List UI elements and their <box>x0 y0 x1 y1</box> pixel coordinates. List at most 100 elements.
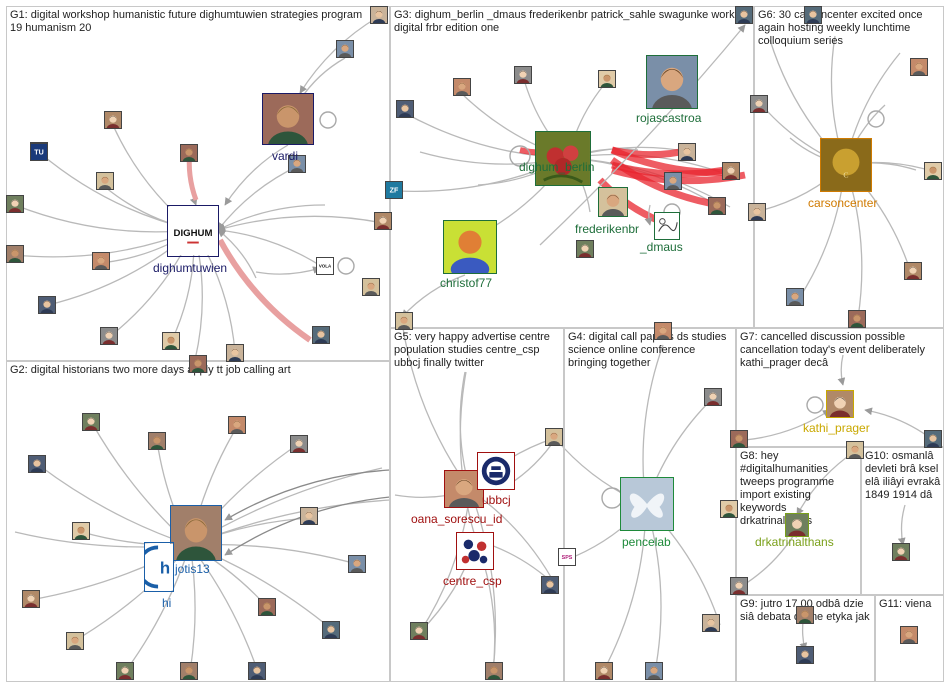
user-avatar-icon[interactable] <box>362 278 380 296</box>
user-avatar-icon[interactable] <box>900 626 918 644</box>
user-avatar-icon[interactable] <box>189 355 207 373</box>
user-avatar-icon[interactable] <box>226 344 244 362</box>
tu-logo-icon[interactable]: TU <box>30 143 48 161</box>
node-label-christof77[interactable]: christof77 <box>440 276 493 290</box>
carson-logo-icon[interactable]: C <box>820 138 872 192</box>
user-avatar-icon[interactable] <box>804 6 822 24</box>
user-avatar-icon[interactable] <box>848 310 866 328</box>
user-avatar-icon[interactable] <box>6 195 24 213</box>
user-avatar-icon[interactable] <box>924 430 942 448</box>
portrait-photo-icon[interactable] <box>170 505 222 561</box>
user-avatar-icon[interactable] <box>910 58 928 76</box>
node-label-jotis13[interactable]: jotis13 <box>175 562 210 576</box>
user-avatar-icon[interactable] <box>702 614 720 632</box>
user-avatar-icon[interactable] <box>180 144 198 162</box>
user-avatar-icon[interactable] <box>100 327 118 345</box>
node-label-vardi[interactable]: vardi <box>272 149 299 163</box>
portrait-photo-icon[interactable] <box>262 93 314 145</box>
user-avatar-icon[interactable] <box>248 662 266 680</box>
dighum-logo-icon[interactable]: DIGHUM <box>167 205 219 257</box>
user-avatar-icon[interactable] <box>162 332 180 350</box>
hi-logo-icon[interactable]: h <box>144 542 174 592</box>
node-label-kathi-prager[interactable]: kathi_prager <box>803 421 870 435</box>
user-avatar-icon[interactable] <box>312 326 330 344</box>
node-label-pencelab[interactable]: pencelab <box>622 535 671 549</box>
user-avatar-icon[interactable] <box>300 507 318 525</box>
user-avatar-icon[interactable] <box>924 162 942 180</box>
user-avatar-icon[interactable] <box>228 416 246 434</box>
user-avatar-icon[interactable] <box>846 441 864 459</box>
user-avatar-icon[interactable] <box>370 6 388 24</box>
user-avatar-icon[interactable] <box>396 100 414 118</box>
user-avatar-icon[interactable] <box>730 577 748 595</box>
sketch-icon[interactable] <box>654 212 680 240</box>
portrait-photo-icon[interactable] <box>444 470 484 508</box>
user-avatar-icon[interactable] <box>576 240 594 258</box>
user-avatar-icon[interactable] <box>348 555 366 573</box>
zf-logo-icon[interactable]: ZF <box>385 181 403 199</box>
user-avatar-icon[interactable] <box>116 662 134 680</box>
molecule-logo-icon[interactable] <box>456 532 494 570</box>
user-avatar-icon[interactable] <box>514 66 532 84</box>
node-label-oana-sorescu-id[interactable]: oana_sorescu_id <box>411 512 503 526</box>
node-label-drkatrinalthans[interactable]: drkatrinalthans <box>755 535 834 549</box>
node-label--dmaus[interactable]: _dmaus <box>640 240 683 254</box>
user-avatar-icon[interactable] <box>704 388 722 406</box>
user-avatar-icon[interactable] <box>595 662 613 680</box>
node-label-dighumtuwien[interactable]: dighumtuwien <box>153 261 228 275</box>
user-avatar-icon[interactable] <box>453 78 471 96</box>
user-avatar-icon[interactable] <box>336 40 354 58</box>
butterfly-logo-icon[interactable] <box>620 477 674 531</box>
user-avatar-icon[interactable] <box>72 522 90 540</box>
user-avatar-icon[interactable] <box>104 111 122 129</box>
user-avatar-icon[interactable] <box>82 413 100 431</box>
node-label-hi[interactable]: hi <box>162 596 172 610</box>
user-avatar-icon[interactable] <box>541 576 559 594</box>
flower-photo-icon[interactable] <box>535 131 591 186</box>
user-avatar-icon[interactable] <box>66 632 84 650</box>
portrait-photo-icon[interactable] <box>598 187 628 217</box>
user-avatar-icon[interactable] <box>645 662 663 680</box>
portrait-photo-icon[interactable] <box>646 55 698 109</box>
user-avatar-icon[interactable] <box>796 646 814 664</box>
portrait-photo-icon[interactable] <box>826 390 854 418</box>
node-label-dighum-berlin[interactable]: dighum_berlin <box>519 160 595 174</box>
user-avatar-icon[interactable] <box>22 590 40 608</box>
user-avatar-icon[interactable] <box>485 662 503 680</box>
node-label-frederikenbr[interactable]: frederikenbr <box>575 222 640 236</box>
user-avatar-icon[interactable] <box>786 288 804 306</box>
user-avatar-icon[interactable] <box>735 6 753 24</box>
user-avatar-icon[interactable] <box>708 197 726 215</box>
user-avatar-icon[interactable] <box>720 500 738 518</box>
user-avatar-icon[interactable] <box>6 245 24 263</box>
user-avatar-icon[interactable] <box>664 172 682 190</box>
user-avatar-icon[interactable] <box>290 435 308 453</box>
user-avatar-icon[interactable] <box>258 598 276 616</box>
vola-logo-icon[interactable]: VOLA <box>316 257 334 275</box>
node-label-centre-csp[interactable]: centre_csp <box>443 574 502 588</box>
node-label-ubbcj[interactable]: ubbcj <box>482 493 511 507</box>
user-avatar-icon[interactable] <box>180 662 198 680</box>
user-avatar-icon[interactable] <box>598 70 616 88</box>
node-label-carsoncenter[interactable]: carsoncenter <box>808 196 878 210</box>
user-avatar-icon[interactable] <box>722 162 740 180</box>
user-avatar-icon[interactable] <box>904 262 922 280</box>
user-avatar-icon[interactable] <box>92 252 110 270</box>
user-avatar-icon[interactable] <box>28 455 46 473</box>
user-avatar-icon[interactable] <box>654 322 672 340</box>
user-avatar-icon[interactable] <box>730 430 748 448</box>
user-avatar-icon[interactable] <box>322 621 340 639</box>
user-avatar-icon[interactable] <box>678 143 696 161</box>
user-avatar-icon[interactable] <box>148 432 166 450</box>
user-avatar-icon[interactable] <box>750 95 768 113</box>
node-label-rojascastroa[interactable]: rojascastroa <box>636 111 702 125</box>
user-avatar-icon[interactable] <box>410 622 428 640</box>
user-avatar-icon[interactable] <box>545 428 563 446</box>
university-seal-icon[interactable] <box>477 452 515 490</box>
sps-logo-icon[interactable]: SPS <box>558 548 576 566</box>
user-avatar-icon[interactable] <box>748 203 766 221</box>
user-avatar-icon[interactable] <box>374 212 392 230</box>
user-avatar-icon[interactable] <box>288 155 306 173</box>
user-avatar-icon[interactable] <box>796 606 814 624</box>
user-avatar-icon[interactable] <box>892 543 910 561</box>
